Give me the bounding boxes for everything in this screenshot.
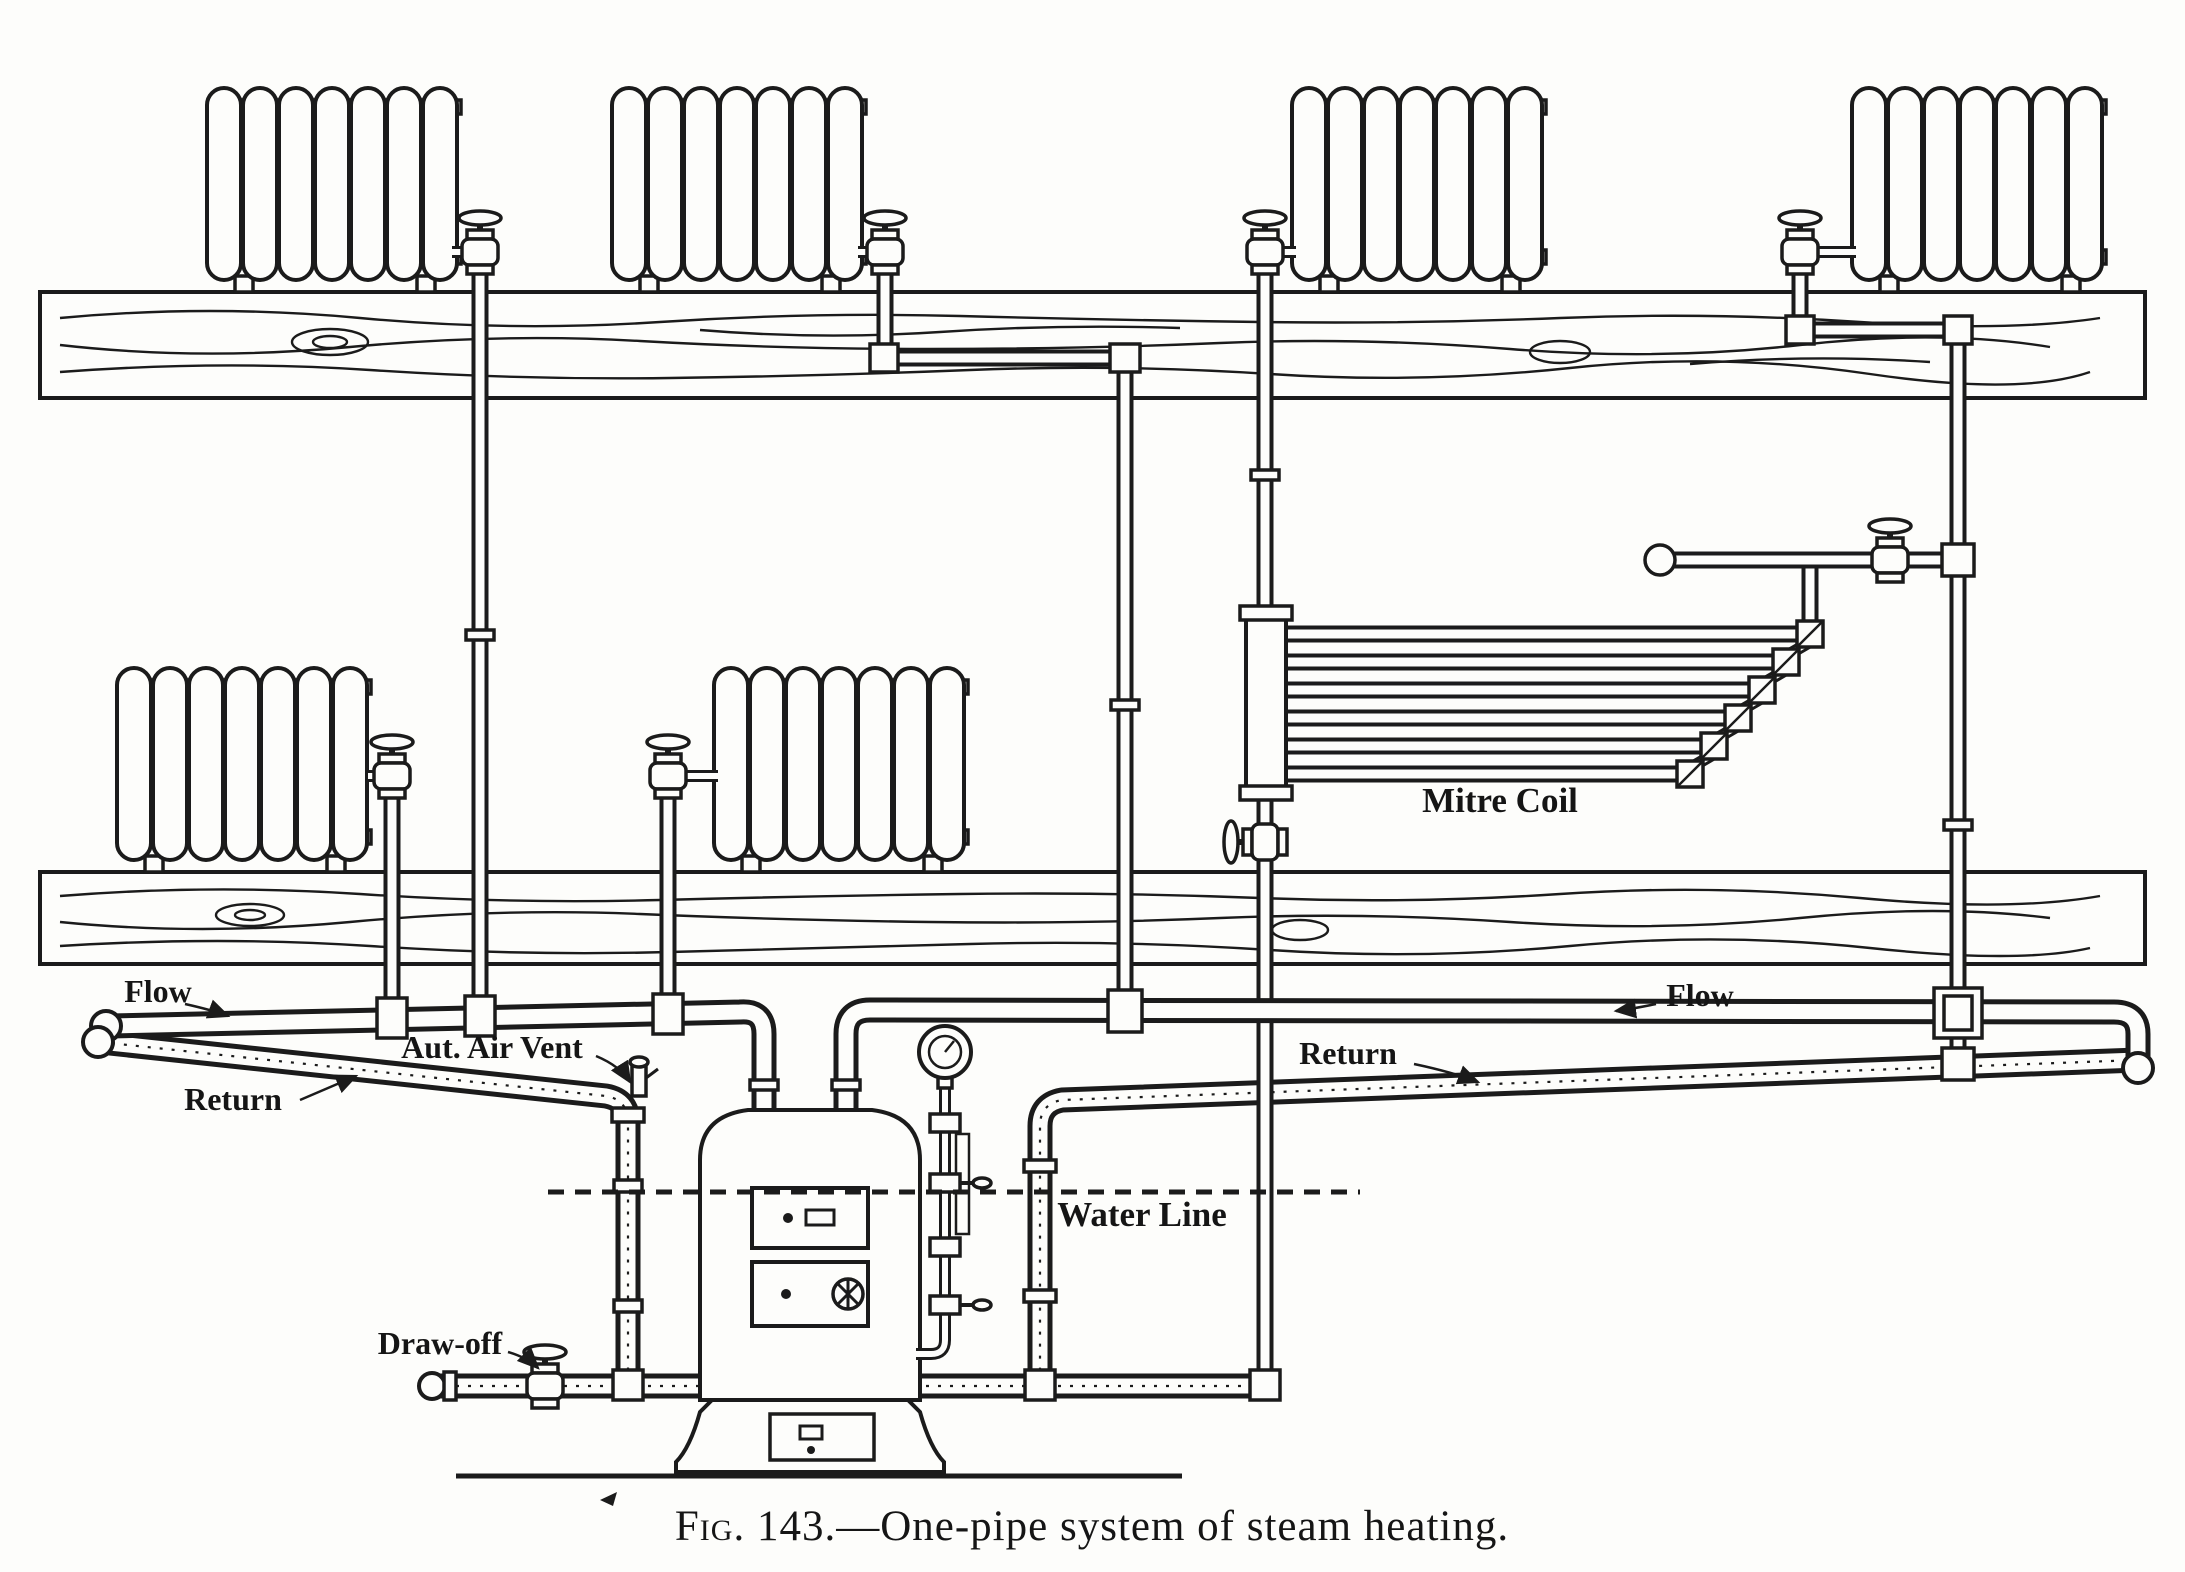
radiator-top-1 bbox=[205, 86, 463, 294]
mitre-coil bbox=[1238, 542, 1976, 802]
print-artifact bbox=[600, 1492, 617, 1506]
pressure-gauge bbox=[917, 1024, 973, 1090]
radiator-valve bbox=[1779, 211, 1821, 274]
radiator-valve bbox=[371, 735, 413, 798]
label-mitre-coil: Mitre Coil bbox=[1422, 781, 1578, 820]
figure-caption: Fig. 143.—One-pipe system of steam heati… bbox=[600, 1492, 1509, 1550]
radiator-valve bbox=[647, 735, 689, 798]
floor-beam-lower bbox=[38, 870, 2147, 966]
label-return-left: Return bbox=[184, 1081, 282, 1117]
caption-text: Fig. 143.—One-pipe system of steam heati… bbox=[675, 1503, 1509, 1550]
label-flow-right: Flow bbox=[1666, 977, 1734, 1013]
floor-beam-upper bbox=[38, 290, 2147, 400]
riser-valve bbox=[1224, 821, 1287, 863]
boiler-base bbox=[674, 1398, 946, 1474]
coil-valve bbox=[1869, 519, 1911, 582]
boiler-upper-door bbox=[750, 1186, 870, 1250]
radiator-top-3 bbox=[1290, 86, 1548, 294]
annotations: Flow Aut. Air Vent Return Mitre Coil Flo… bbox=[124, 781, 1734, 1370]
radiator-top-4 bbox=[1850, 86, 2108, 294]
label-return-right: Return bbox=[1299, 1035, 1397, 1071]
label-draw-off: Draw-off bbox=[378, 1325, 503, 1361]
draw-off-valve bbox=[524, 1345, 566, 1408]
radiator-valve bbox=[1244, 211, 1286, 274]
automatic-air-vent bbox=[628, 1055, 659, 1098]
return-main-end-cap bbox=[81, 1025, 115, 1059]
draw-off-cap bbox=[417, 1371, 447, 1401]
gauge-glass-assembly bbox=[916, 1024, 993, 1354]
radiator-top-2 bbox=[610, 86, 868, 294]
radiator-valve bbox=[864, 211, 906, 274]
label-flow-left: Flow bbox=[124, 973, 192, 1009]
label-air-vent: Aut. Air Vent bbox=[401, 1029, 583, 1065]
radiator-valve bbox=[459, 211, 501, 274]
fittings-and-valves bbox=[81, 211, 2155, 1408]
radiators bbox=[115, 86, 2108, 874]
boiler bbox=[456, 1108, 1182, 1479]
boiler-fire-door bbox=[750, 1260, 870, 1328]
mitre-elbows bbox=[1675, 619, 1825, 789]
radiator-mid-2 bbox=[712, 666, 970, 874]
label-water-line: Water Line bbox=[1057, 1195, 1226, 1234]
return-column-details bbox=[610, 1055, 1058, 1314]
radiator-mid-1 bbox=[115, 666, 373, 874]
